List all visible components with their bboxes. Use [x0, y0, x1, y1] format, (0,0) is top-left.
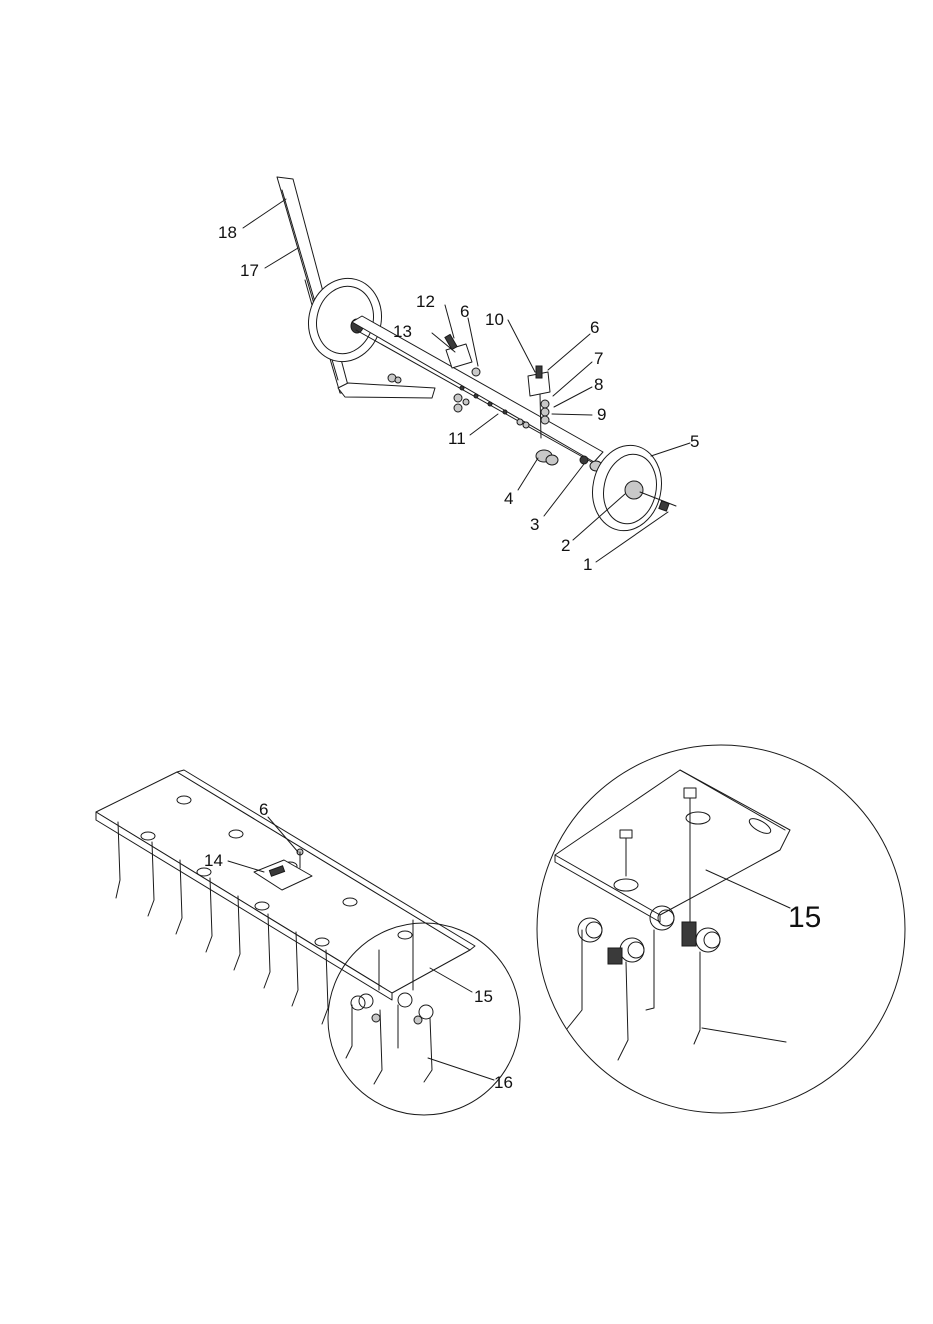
- callout-12: 12: [416, 292, 435, 311]
- callout-5: 5: [690, 432, 699, 451]
- callout-15-large: 15: [788, 901, 821, 934]
- callout-3: 3: [530, 515, 539, 534]
- callout-11: 11: [448, 429, 466, 448]
- callout-10: 10: [485, 310, 504, 329]
- callout-6-lower: 6: [259, 800, 268, 819]
- callout-17: 17: [240, 261, 259, 280]
- callout-2: 2: [561, 536, 570, 555]
- callout-6-top: 6: [460, 302, 469, 321]
- callout-14: 14: [204, 851, 223, 870]
- frame-assembly-diagram: 18 17 12 6 10 6 13 7 8 9 11 5 4 3 2 1: [218, 177, 699, 574]
- callout-8: 8: [594, 375, 603, 394]
- callout-18: 18: [218, 223, 237, 242]
- callout-13: 13: [393, 322, 412, 341]
- callout-7: 7: [594, 349, 603, 368]
- callout-1: 1: [583, 555, 592, 574]
- callout-15-small: 15: [474, 987, 493, 1006]
- callout-9: 9: [597, 405, 606, 424]
- callout-6-right: 6: [590, 318, 599, 337]
- detail-view: 15: [537, 745, 905, 1113]
- callout-4: 4: [504, 489, 513, 508]
- callout-16: 16: [494, 1073, 513, 1092]
- tine-bar-diagram: 6 14 15 16: [96, 770, 520, 1115]
